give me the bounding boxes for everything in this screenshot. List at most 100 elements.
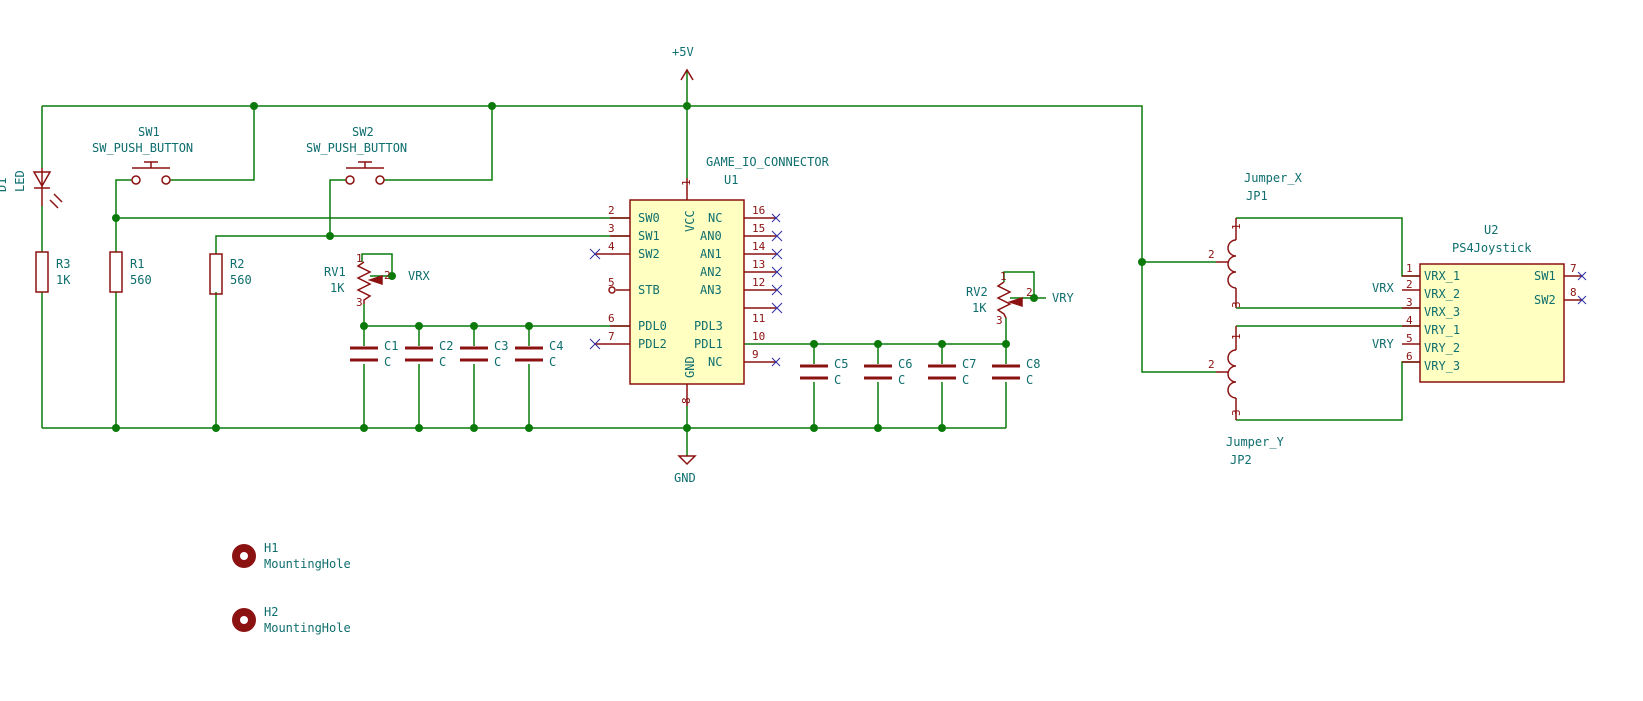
c6-ref: C6 bbox=[898, 357, 912, 371]
h1-ref: H1 bbox=[264, 541, 278, 555]
u2-sw2: SW2 bbox=[1534, 293, 1556, 307]
rv2-pin2: 2 bbox=[1026, 286, 1033, 299]
resistor-r1[interactable]: R1 560 bbox=[109, 251, 152, 293]
u1-pin6-num: 6 bbox=[608, 312, 615, 325]
rv2-pin3: 3 bbox=[996, 314, 1003, 327]
switch-sw1[interactable]: SW1 SW_PUSH_BUTTON bbox=[92, 125, 193, 185]
u1-pin4-num: 4 bbox=[608, 240, 615, 253]
jp2-pin1: 1 bbox=[1230, 333, 1243, 340]
r3-value: 1K bbox=[56, 273, 71, 287]
u1-vcc: VCC bbox=[683, 210, 697, 232]
u1-pdl1: PDL1 bbox=[694, 337, 723, 351]
u2-pin1-num: 1 bbox=[1406, 262, 1413, 275]
u1-pin13-num: 13 bbox=[752, 258, 765, 271]
r2-value: 560 bbox=[230, 273, 252, 287]
u1-pdl2: PDL2 bbox=[638, 337, 667, 351]
c5-ref: C5 bbox=[834, 357, 848, 371]
junctions bbox=[112, 102, 1146, 432]
sw2-value: SW_PUSH_BUTTON bbox=[306, 141, 407, 155]
u2-vry3: VRY_3 bbox=[1424, 359, 1460, 373]
sw2-ref: SW2 bbox=[352, 125, 374, 139]
h2-ref: H2 bbox=[264, 605, 278, 619]
jumper-jp2[interactable]: 1 2 3 Jumper_Y JP2 bbox=[1208, 326, 1285, 467]
u2-pin4-num: 4 bbox=[1406, 314, 1413, 327]
c8-value: C bbox=[1026, 373, 1033, 387]
u1-pin8-num: 8 bbox=[680, 397, 693, 404]
r1-ref: R1 bbox=[130, 257, 144, 271]
c3-value: C bbox=[494, 355, 501, 369]
u1-an3: AN3 bbox=[700, 283, 722, 297]
rv2-pin1: 1 bbox=[1000, 270, 1007, 283]
connector-u1[interactable]: GAME_IO_CONNECTOR U1 2 3 4 5 6 7 SW0 SW1… bbox=[589, 155, 830, 406]
u1-pin3-num: 3 bbox=[608, 222, 615, 235]
jp2-name: Jumper_Y bbox=[1226, 435, 1285, 449]
vcc-symbol: +5V bbox=[672, 45, 694, 81]
gnd-symbol: GND bbox=[674, 455, 697, 485]
capacitor-c6[interactable]: C6 C bbox=[864, 357, 912, 387]
rv2-ref: RV2 bbox=[966, 285, 988, 299]
c1-ref: C1 bbox=[384, 339, 398, 353]
u1-pin15-num: 15 bbox=[752, 222, 765, 235]
jp1-pin2: 2 bbox=[1208, 248, 1215, 261]
u1-right-pins bbox=[744, 213, 783, 367]
pot-rv1[interactable]: 1 2 3 RV1 1K VRX bbox=[324, 252, 430, 309]
jumper-jp1[interactable]: 1 2 3 Jumper_X JP1 bbox=[1208, 171, 1303, 308]
c5-value: C bbox=[834, 373, 841, 387]
r2-ref: R2 bbox=[230, 257, 244, 271]
u2-pin3-num: 3 bbox=[1406, 296, 1413, 309]
led-ref: D1 bbox=[0, 178, 9, 192]
u2-ref: U2 bbox=[1484, 223, 1498, 237]
u1-pdl0: PDL0 bbox=[638, 319, 667, 333]
u1-pdl3: PDL3 bbox=[694, 319, 723, 333]
u2-net-vry: VRY bbox=[1372, 337, 1394, 351]
capacitors: C1 C C2 C C3 C C4 C C5 C bbox=[350, 339, 1040, 387]
u2-net-vrx: VRX bbox=[1372, 281, 1394, 295]
pot-rv2[interactable]: 1 2 3 RV2 1K VRY bbox=[966, 270, 1074, 327]
u2-name: PS4Joystick bbox=[1452, 241, 1532, 255]
jp1-pin1: 1 bbox=[1230, 223, 1243, 230]
switch-sw2[interactable]: SW2 SW_PUSH_BUTTON bbox=[306, 125, 407, 185]
u1-pin1-num: 1 bbox=[680, 179, 693, 186]
capacitor-c2[interactable]: C2 C bbox=[405, 339, 453, 369]
rv1-pin2: 2 bbox=[384, 269, 391, 282]
jp1-ref: JP1 bbox=[1246, 189, 1268, 203]
c2-value: C bbox=[439, 355, 446, 369]
sw1-value: SW_PUSH_BUTTON bbox=[92, 141, 193, 155]
resistor-r2[interactable]: R2 560 bbox=[209, 253, 252, 295]
u2-vry1: VRY_1 bbox=[1424, 323, 1460, 337]
u1-sw0: SW0 bbox=[638, 211, 660, 225]
c3-ref: C3 bbox=[494, 339, 508, 353]
capacitor-c1[interactable]: C1 C bbox=[350, 339, 398, 369]
mounting-hole-h1[interactable]: H1 MountingHole bbox=[232, 541, 351, 571]
c2-ref: C2 bbox=[439, 339, 453, 353]
jp2-pin2: 2 bbox=[1208, 358, 1215, 371]
jp2-ref: JP2 bbox=[1230, 453, 1252, 467]
c4-ref: C4 bbox=[549, 339, 563, 353]
rv1-net: VRX bbox=[408, 269, 430, 283]
rv2-value: 1K bbox=[972, 301, 987, 315]
u2-vry2: VRY_2 bbox=[1424, 341, 1460, 355]
u2-pin2-num: 2 bbox=[1406, 278, 1413, 291]
c4-value: C bbox=[549, 355, 556, 369]
rv1-pin1: 1 bbox=[356, 252, 363, 265]
u1-nc-top: NC bbox=[708, 211, 722, 225]
u2-sw1: SW1 bbox=[1534, 269, 1556, 283]
u1-stb: STB bbox=[638, 283, 660, 297]
c7-ref: C7 bbox=[962, 357, 976, 371]
mounting-hole-h2[interactable]: H2 MountingHole bbox=[232, 605, 351, 635]
capacitor-c7[interactable]: C7 C bbox=[928, 357, 976, 387]
capacitor-c5[interactable]: C5 C bbox=[800, 357, 848, 387]
u1-pin5-num: 5 bbox=[608, 276, 615, 289]
r1-value: 560 bbox=[130, 273, 152, 287]
c8-ref: C8 bbox=[1026, 357, 1040, 371]
capacitor-c3[interactable]: C3 C bbox=[460, 339, 508, 369]
jp1-pin3: 3 bbox=[1230, 301, 1243, 308]
joystick-u2[interactable]: U2 PS4Joystick 1 2 3 4 5 6 VRX_1 VRX_2 V… bbox=[1372, 223, 1587, 383]
capacitor-c8[interactable]: C8 C bbox=[992, 357, 1040, 387]
resistor-r3[interactable]: R3 1K bbox=[35, 251, 71, 293]
capacitor-c4[interactable]: C4 C bbox=[515, 339, 563, 369]
rv2-net: VRY bbox=[1052, 291, 1074, 305]
u1-nc-bottom: NC bbox=[708, 355, 722, 369]
led-d1[interactable]: D1 LED bbox=[0, 168, 63, 209]
